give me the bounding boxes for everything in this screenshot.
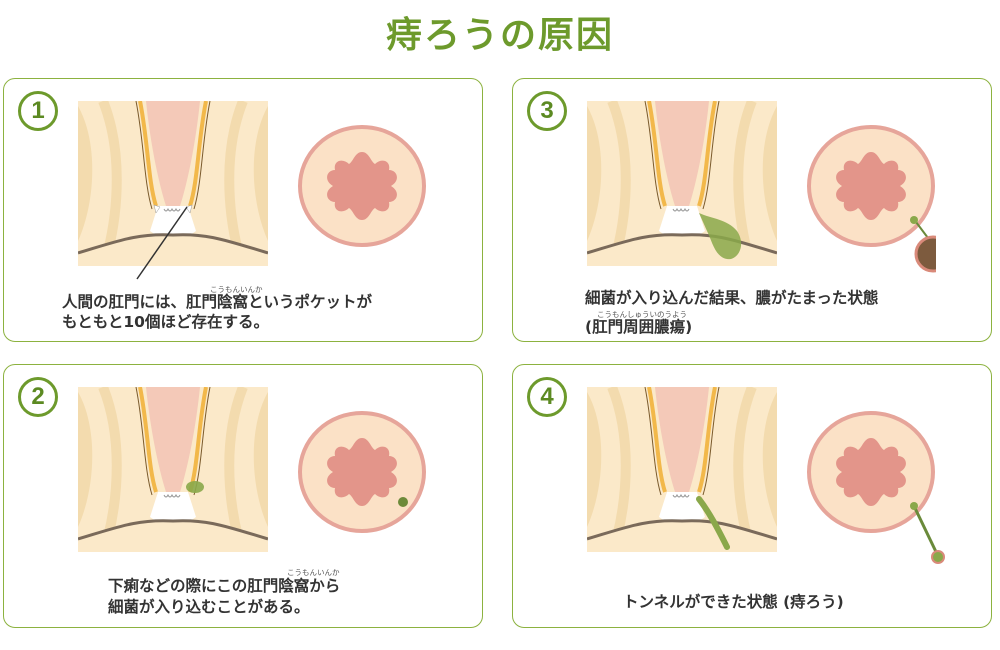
caption-line-1: 人間の肛門には、肛門陰窩というポケットが [62,293,373,311]
abscess-highlight [699,213,742,260]
bacteria-highlight [186,481,204,493]
cross-section-illustration [297,124,427,248]
furigana: こうもんいんか [210,285,263,294]
pointer-line [136,206,188,280]
caption-line-2: (肛門周囲膿瘍) [585,318,693,336]
abscess-marker [910,216,936,273]
furigana: こうもんいんか [287,568,340,577]
panel-step-3: 3 細菌が入り込んだ結果、膿がたまった状態 こうもんしゅういのうよう (肛門周囲… [512,78,992,342]
bacteria-marker [398,497,408,507]
caption-line-1: トンネルができた状態 (痔ろう) [623,593,844,611]
fistula-highlight [696,496,730,550]
caption-line-2: 細菌が入り込むことがある。 [108,598,310,616]
step-number-badge: 2 [18,377,58,417]
fistula-marker [910,502,945,564]
panel-step-4: 4 トンネルができた状態 (痔ろう) [512,364,992,628]
step-number-badge: 4 [527,377,567,417]
panel-step-2: 2 こうもんいんか 下痢などの際にこの肛門陰窩から 細菌が入り込むことがある。 [3,364,483,628]
step-number-badge: 3 [527,91,567,131]
panel-step-1: 1 こうもんいんか 人間の肛門には、肛門陰窩というポケットが もともと10個ほど… [3,78,483,342]
caption-line-1: 下痢などの際にこの肛門陰窩から [108,577,341,595]
crypt-highlight [153,204,193,214]
caption-line-1: 細菌が入り込んだ結果、膿がたまった状態 [585,289,879,307]
page-title: 痔ろうの原因 [385,15,614,56]
step-number-badge: 1 [18,91,58,131]
caption-line-2: もともと10個ほど存在する。 [62,313,269,331]
furigana: こうもんしゅういのうよう [597,310,687,319]
